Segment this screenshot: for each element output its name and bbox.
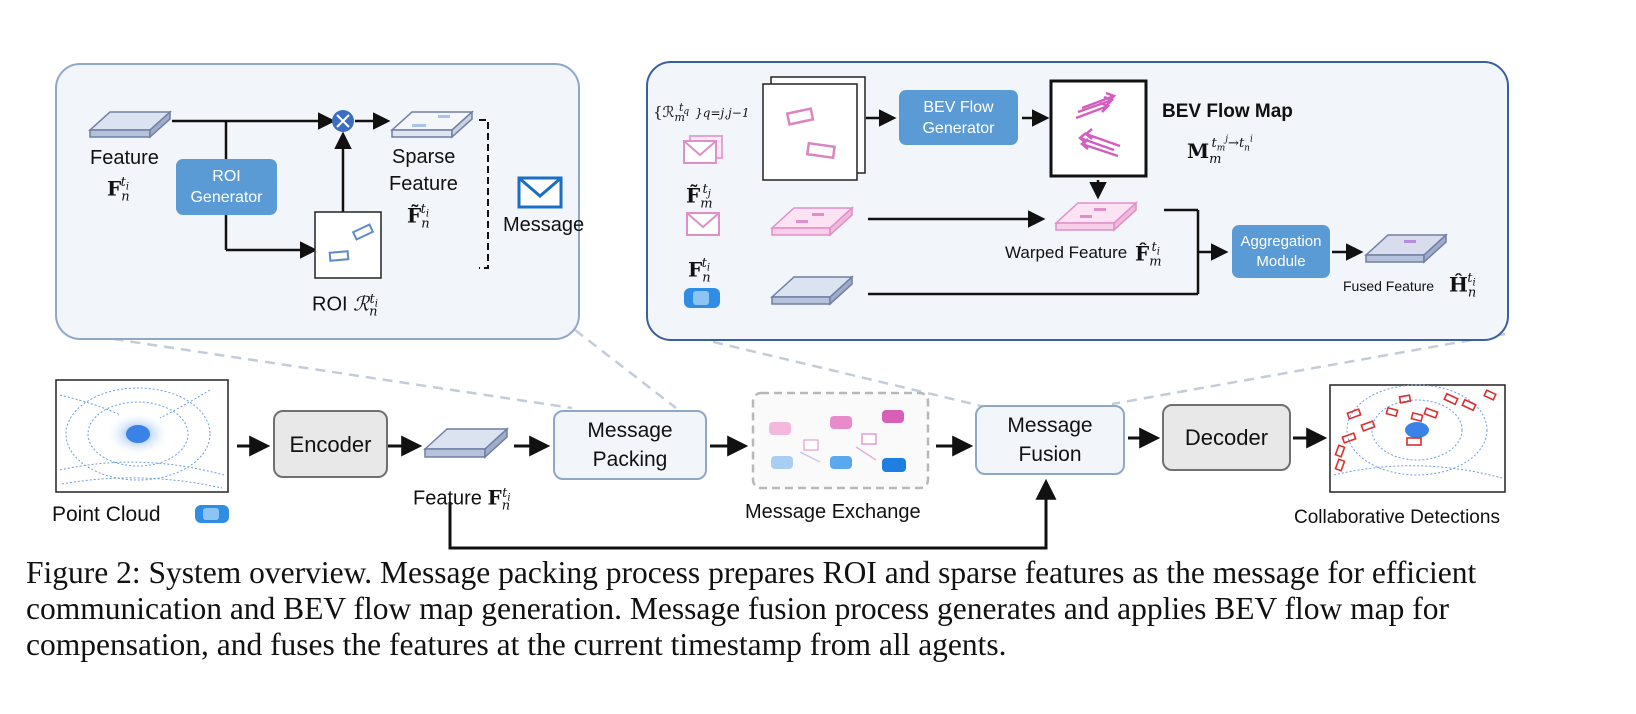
roi-label: ROI ℛnti	[312, 291, 378, 320]
received-feature-math: F̃mtj	[686, 182, 713, 212]
multiply-icon	[332, 110, 354, 132]
feature-slab-icon	[88, 110, 172, 139]
encoder-box: Encoder	[273, 410, 388, 478]
decoder-box: Decoder	[1162, 404, 1291, 471]
ego-car-icon	[684, 288, 720, 308]
aggregation-module-box: Aggregation Module	[1232, 225, 1330, 278]
warped-feature-label: Warped Feature	[1005, 243, 1128, 262]
feature-message-envelope-icon	[686, 212, 720, 236]
message-fusion-box: Message Fusion	[975, 405, 1125, 475]
message-packing-box: Message Packing	[553, 410, 707, 480]
message-envelope-icon	[517, 176, 563, 209]
received-feature-slab-icon	[770, 206, 854, 237]
sparse-feature-math: F̃nti	[407, 202, 430, 232]
roi-map-icon	[314, 211, 382, 279]
collaborative-detections-image	[1329, 384, 1506, 493]
ego-car-small-icon	[195, 505, 229, 523]
feature-label: Feature	[90, 147, 159, 169]
pipeline-feature-label: Feature Fnti	[413, 485, 511, 514]
message-exchange-image	[751, 391, 930, 490]
collaborative-detections-label: Collaborative Detections	[1294, 507, 1500, 528]
point-cloud-image	[55, 379, 229, 493]
message-exchange-label: Message Exchange	[745, 501, 921, 523]
zoom-connector-lines	[79, 329, 1506, 410]
warped-feature-math: F̂mti	[1135, 240, 1162, 270]
feature-math: Fnti	[107, 175, 130, 205]
roi-set-math: {ℛmtq}q=j,j−1	[653, 101, 750, 124]
pipeline-feature-slab-icon	[423, 427, 509, 459]
roi-message-envelope-icon	[683, 135, 723, 164]
roi-frames-stack-icon	[762, 76, 866, 181]
warped-feature-slab-icon	[1054, 201, 1138, 232]
bev-flow-map-title: BEV Flow Map	[1162, 101, 1293, 122]
point-cloud-label: Point Cloud	[52, 503, 161, 526]
fused-feature-math: Ĥnti	[1449, 271, 1477, 301]
sparse-label-line1: Sparse	[392, 146, 456, 168]
ego-feature-slab-icon	[770, 275, 854, 306]
sparse-feature-slab-icon	[390, 110, 474, 139]
fused-feature-label: Fused Feature	[1343, 278, 1435, 294]
bev-flow-map-icon	[1049, 79, 1148, 178]
sparse-label-line2: Feature	[389, 173, 458, 195]
bev-flow-map-math: Mmtmj→tni	[1187, 135, 1253, 167]
figure-caption: Figure 2: System overview. Message packi…	[26, 555, 1477, 662]
ego-feature-math: Fnti	[688, 256, 711, 286]
roi-generator-box: ROI Generator	[176, 159, 277, 215]
fused-feature-slab-icon	[1364, 233, 1448, 264]
message-label: Message	[503, 214, 585, 236]
bev-flow-generator-box: BEV Flow Generator	[899, 90, 1018, 145]
